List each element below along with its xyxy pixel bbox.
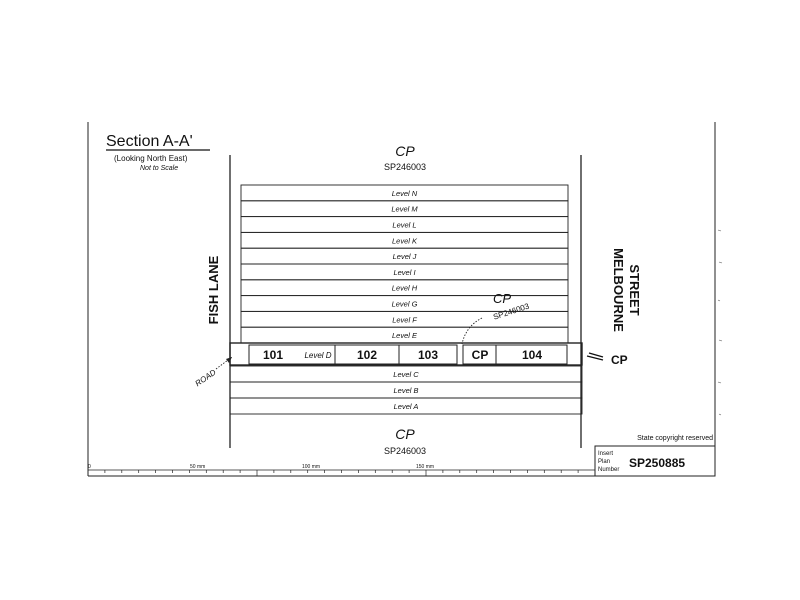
lower-level-row-2 [229,397,583,415]
upper-level-label-5: Level I [393,268,415,277]
number-label: Number [598,467,619,473]
level-d-label: Level D [304,351,331,360]
plan-label: Plan [598,459,610,465]
right-cp-tick-2 [586,355,604,361]
lot-103-box [398,344,458,365]
upper-level-label-8: Level F [392,315,417,324]
plan-number: SP250885 [629,456,685,470]
upper-level-label-2: Level L [392,221,416,230]
scale-tick-label-50: 50 mm [190,464,205,470]
lower-level-label-2: Level A [394,402,419,411]
top-cp-label: CP [395,143,415,159]
scale-tick-label-0: 0 [88,464,91,470]
lot-102-label: 102 [357,348,377,362]
right-cp-label: CP [611,353,628,367]
lot-103-label: 103 [418,348,438,362]
insert-plan-box [594,445,716,477]
street-label: STREET [627,264,642,315]
fish-lane-label: FISH LANE [206,255,221,324]
section-title: Section A-A' [106,133,193,150]
copyright-text: State copyright reserved [637,435,713,442]
right-cp-tick-1 [588,352,604,358]
lot-104-label: 104 [522,348,542,362]
mid-cp-label: CP [493,291,511,306]
bottom-cp-label: CP [395,426,415,442]
lot-101-label: 101 [263,348,283,362]
lower-level-label-0: Level C [393,370,419,379]
upper-level-label-6: Level H [392,284,418,293]
upper-level-label-0: Level N [392,189,418,198]
scale-note: Not to Scale [140,165,178,172]
mid-cp-leader [461,317,483,345]
lot-104-box [495,344,568,365]
road-leader [215,356,233,370]
lower-level-label-1: Level B [393,386,418,395]
bottom-cp-plan: SP246003 [384,446,426,456]
upper-level-label-1: Level M [391,205,418,214]
upper-level-label-3: Level K [392,236,418,245]
section-subtitle: (Looking North East) [114,154,188,163]
road-label: ROAD [194,368,218,389]
upper-level-label-4: Level J [393,252,417,261]
scale-tick-label-100: 100 mm [302,464,320,470]
scale-tick-label-150: 150 mm [416,464,434,470]
upper-levels: Level N Level M Level L Level K Level J Level… [240,184,569,344]
lower-levels: Level C Level B Level A [229,365,583,415]
upper-level-label-7: Level G [392,300,418,309]
insert-label: Insert [598,451,613,457]
top-cp-plan: SP246003 [384,162,426,172]
road-arrow-icon [226,357,232,363]
scale-ticks [87,470,596,476]
right-edge-marks [717,229,723,416]
level-d-band [229,342,583,366]
upper-level-label-9: Level E [392,331,418,340]
lot-cp-label: CP [472,348,489,362]
melbourne-label: MELBOURNE [611,248,626,332]
